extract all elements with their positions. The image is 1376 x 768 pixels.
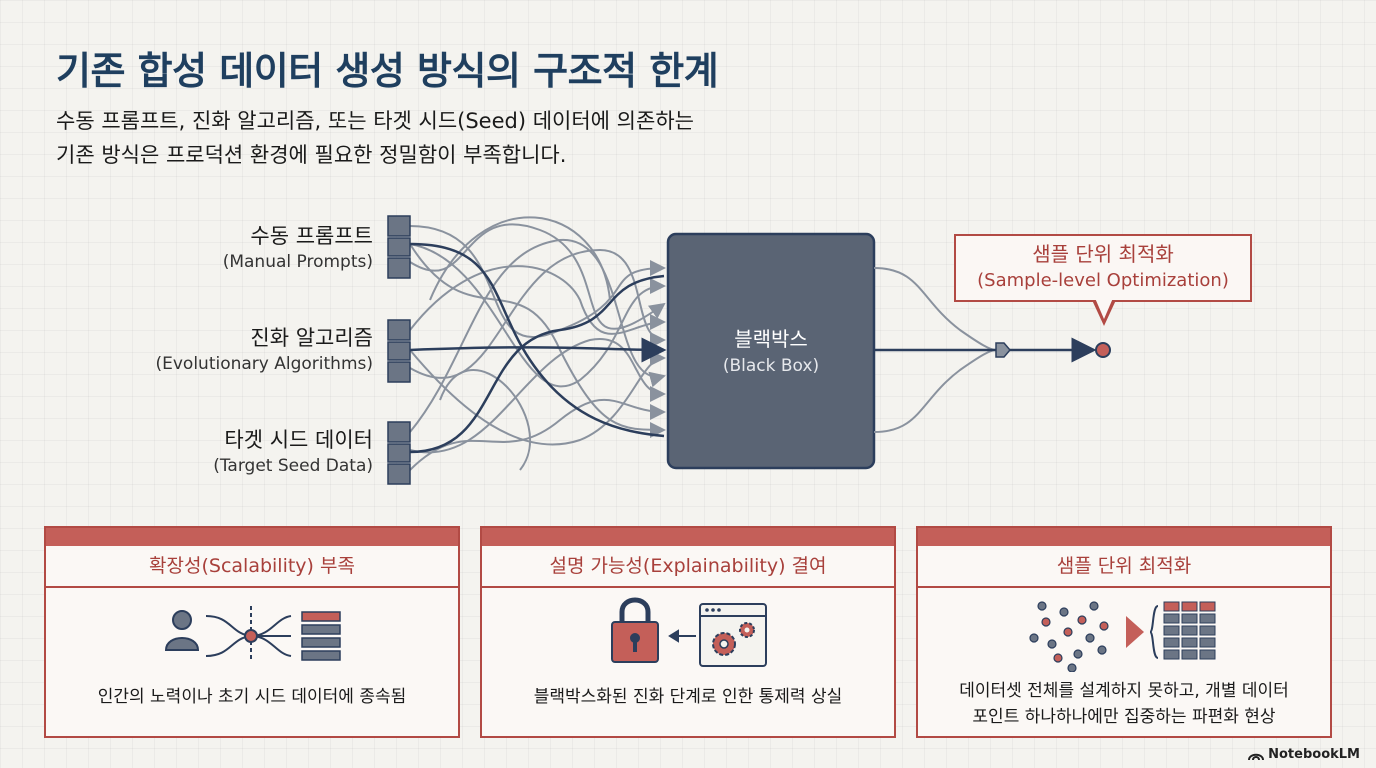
tangled-light-lines: [409, 216, 666, 471]
card-sample-optimization: 샘플 단위 최적화: [916, 526, 1332, 738]
subtitle-line-1: 수동 프롬프트, 진화 알고리즘, 또는 타겟 시드(Seed) 데이터에 의존…: [56, 109, 694, 133]
browser-gear-icon: [699, 603, 767, 667]
funnel-icon: [205, 606, 292, 662]
notebooklm-icon: [1248, 753, 1265, 760]
source-label-evolutionary: 진화 알고리즘 (Evolutionary Algorithms): [155, 326, 373, 374]
output-funnel: [873, 267, 997, 433]
card-header: 설명 가능성(Explainability) 결여: [482, 546, 894, 588]
card-bar: [46, 528, 458, 546]
page-subtitle: 수동 프롬프트, 진화 알고리즘, 또는 타겟 시드(Seed) 데이터에 의존…: [56, 104, 816, 172]
scatter-dots-icon: [1029, 601, 1109, 672]
arrow-right-icon: [1126, 616, 1144, 648]
source-stack-seed: [387, 421, 411, 485]
card-bar: [918, 528, 1330, 546]
callout-tail: [1092, 298, 1116, 326]
card-description: 블랙박스화된 진화 단계로 인한 통제력 상실: [533, 687, 843, 707]
card-header: 확장성(Scalability) 부족: [46, 546, 458, 588]
tangled-dark-lines: [409, 242, 667, 454]
card-header: 샘플 단위 최적화: [918, 546, 1330, 588]
brand-name: NotebookLM: [1268, 747, 1360, 762]
table-icon: [301, 611, 341, 661]
brand-logo: NotebookLM: [1248, 747, 1360, 762]
arrow-left-icon: [668, 629, 696, 643]
black-box-label: 블랙박스 (Black Box): [722, 327, 820, 376]
lock-icon: [611, 597, 659, 663]
card-description: 인간의 노력이나 초기 시드 데이터에 종속됨: [97, 687, 407, 707]
card-description-line-1: 데이터셋 전체를 설계하지 못하고, 개별 데이터: [959, 681, 1289, 701]
callout-sample-optimization: 샘플 단위 최적화 (Sample-level Optimization): [954, 234, 1252, 302]
source-stack-evolutionary: [387, 319, 411, 383]
source-label-manual: 수동 프롬프트 (Manual Prompts): [222, 224, 373, 272]
table-icon: [1149, 601, 1216, 660]
card-explainability: 설명 가능성(Explainability) 결여 블랙박스화된 진화 단계로 …: [480, 526, 896, 738]
person-icon: [164, 610, 200, 651]
card-description-line-2: 포인트 하나하나에만 집중하는 파편화 현상: [972, 707, 1276, 727]
funnel-joint: [995, 342, 1011, 358]
output-point: [1095, 342, 1111, 358]
source-stack-manual: [387, 215, 411, 279]
subtitle-line-2: 기존 방식은 프로덕션 환경에 필요한 정밀함이 부족합니다.: [56, 143, 567, 167]
card-bar: [482, 528, 894, 546]
page-title: 기존 합성 데이터 생성 방식의 구조적 한계: [56, 49, 719, 93]
card-scalability: 확장성(Scalability) 부족 인간의 노력이나 초기 시드 데이터에 …: [44, 526, 460, 738]
source-label-seed: 타겟 시드 데이터 (Target Seed Data): [213, 428, 373, 476]
